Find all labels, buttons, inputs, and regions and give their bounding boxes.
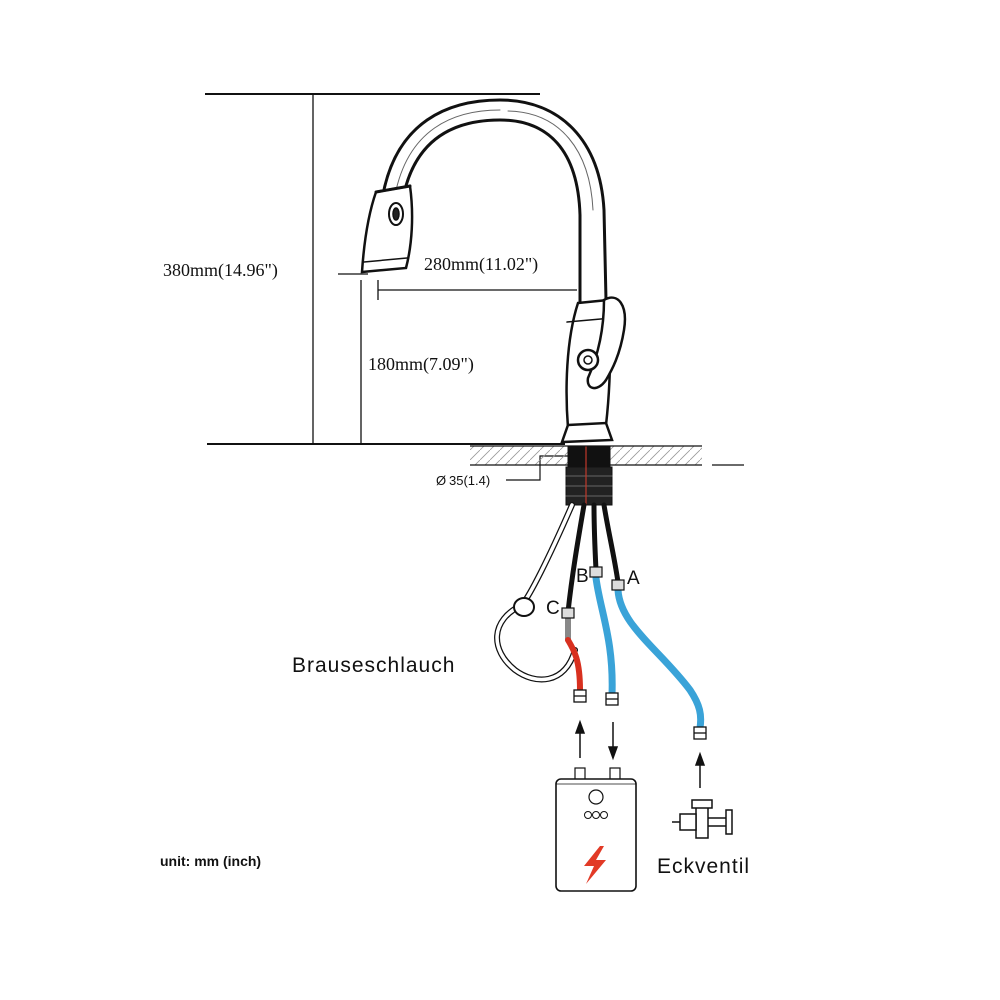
- dimension-lines: [205, 93, 577, 481]
- faucet: [360, 98, 627, 506]
- angle-valve-icon: [672, 799, 733, 839]
- hoses: [494, 502, 705, 732]
- diameter-symbol: Ø: [436, 473, 446, 488]
- lightning-icon: [584, 846, 606, 884]
- water-heater-icon: [555, 767, 637, 892]
- hose-label-b: B: [576, 566, 589, 587]
- flow-arrows: [574, 719, 706, 788]
- unit-note: unit: mm (inch): [160, 853, 261, 869]
- dimension-diameter: Ø 35(1.4): [436, 473, 490, 488]
- dimension-height-total: 380mm(14.96"): [163, 260, 278, 281]
- label-angle-valve: Eckventil: [657, 855, 750, 878]
- hose-label-a: A: [627, 568, 640, 589]
- hose-label-c: C: [546, 598, 560, 619]
- dimension-reach: 280mm(11.02"): [424, 254, 538, 275]
- label-spray-hose: Brauseschlauch: [292, 654, 455, 677]
- diameter-value: 35(1.4): [449, 473, 490, 488]
- dimension-height-spout: 180mm(7.09"): [368, 354, 474, 375]
- inlet-fittings: [573, 689, 707, 740]
